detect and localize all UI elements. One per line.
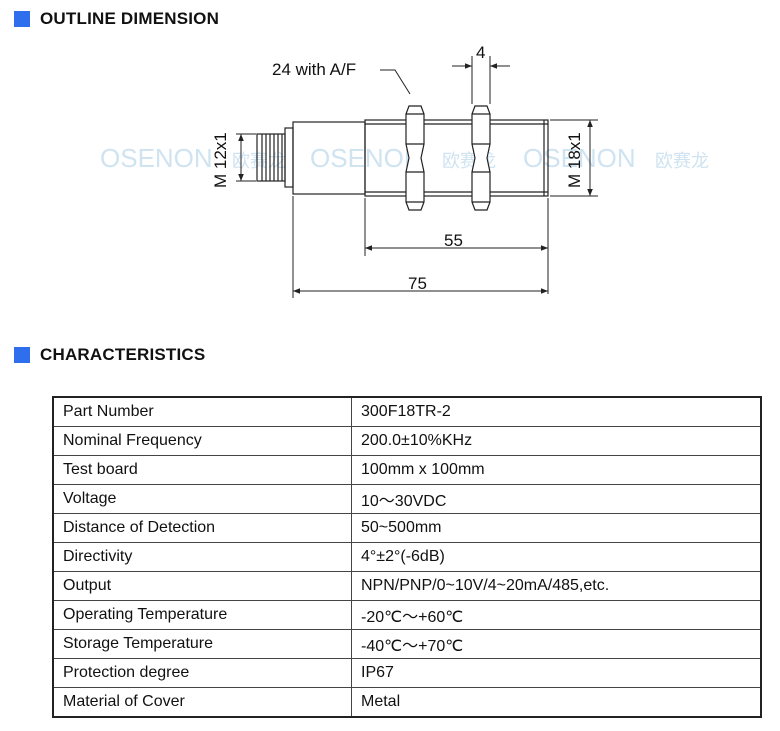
- spec-label: Operating Temperature: [52, 600, 352, 630]
- nut-width-label: 4: [476, 43, 485, 62]
- spec-value: 100mm x 100mm: [351, 455, 762, 485]
- watermark-text: OSENON: [100, 143, 213, 173]
- spec-value: 200.0±10%KHz: [351, 426, 762, 456]
- section-marker-icon: [14, 347, 30, 363]
- hex-nut: [405, 105, 425, 211]
- table-row: Operating Temperature-20℃～+60℃: [52, 600, 762, 630]
- total-length-label: 75: [408, 274, 427, 293]
- section-title: OUTLINE DIMENSION: [40, 9, 220, 28]
- spec-label: Protection degree: [52, 658, 352, 688]
- section-marker-icon: [14, 11, 30, 27]
- spec-label: Output: [52, 571, 352, 601]
- spec-value: IP67: [351, 658, 762, 688]
- spec-value: Metal: [351, 687, 762, 718]
- spec-value: NPN/PNP/0~10V/4~20mA/485,etc.: [351, 571, 762, 601]
- watermark-text: OSENON: [523, 143, 636, 173]
- spec-label: Distance of Detection: [52, 513, 352, 543]
- spec-label: Test board: [52, 455, 352, 485]
- spec-value: 4°±2°(-6dB): [351, 542, 762, 572]
- thread-m18-label: M 18x1: [565, 132, 584, 188]
- spec-label: Voltage: [52, 484, 352, 514]
- section-title: CHARACTERISTICS: [40, 345, 206, 364]
- spec-label: Nominal Frequency: [52, 426, 352, 456]
- outline-dimension-drawing: OSENON 欧赛龙 OSENON 欧赛龙 OSENON 欧赛龙: [100, 43, 709, 298]
- spec-value: -20℃～+60℃: [351, 600, 762, 630]
- dimension-lines: [236, 56, 598, 298]
- wrench-size-label: 24 with A/F: [272, 60, 356, 79]
- table-row: Storage Temperature-40℃～+70℃: [52, 629, 762, 659]
- spec-value: 50~500mm: [351, 513, 762, 543]
- thread-length-label: 55: [444, 231, 463, 250]
- hex-nut: [471, 105, 491, 211]
- spec-label: Directivity: [52, 542, 352, 572]
- characteristics-heading: CHARACTERISTICS: [14, 345, 205, 365]
- spec-value: -40℃～+70℃: [351, 629, 762, 659]
- spec-value: 300F18TR-2: [351, 396, 762, 427]
- spec-label: Storage Temperature: [52, 629, 352, 659]
- watermark-cn-text: 欧赛龙: [655, 151, 709, 171]
- spec-label: Part Number: [52, 396, 352, 427]
- spec-label: Material of Cover: [52, 687, 352, 718]
- watermark: OSENON 欧赛龙 OSENON 欧赛龙 OSENON 欧赛龙: [100, 143, 709, 173]
- thread-m12-label: M 12x1: [211, 132, 230, 188]
- threaded-housing: [364, 119, 549, 197]
- spec-value: 10～30VDC: [351, 484, 762, 514]
- watermark-text: OSENON: [310, 143, 423, 173]
- outline-dimension-heading: OUTLINE DIMENSION: [14, 9, 219, 29]
- watermark-cn-text: 欧赛龙: [232, 151, 286, 171]
- sensor-outline: [256, 105, 549, 211]
